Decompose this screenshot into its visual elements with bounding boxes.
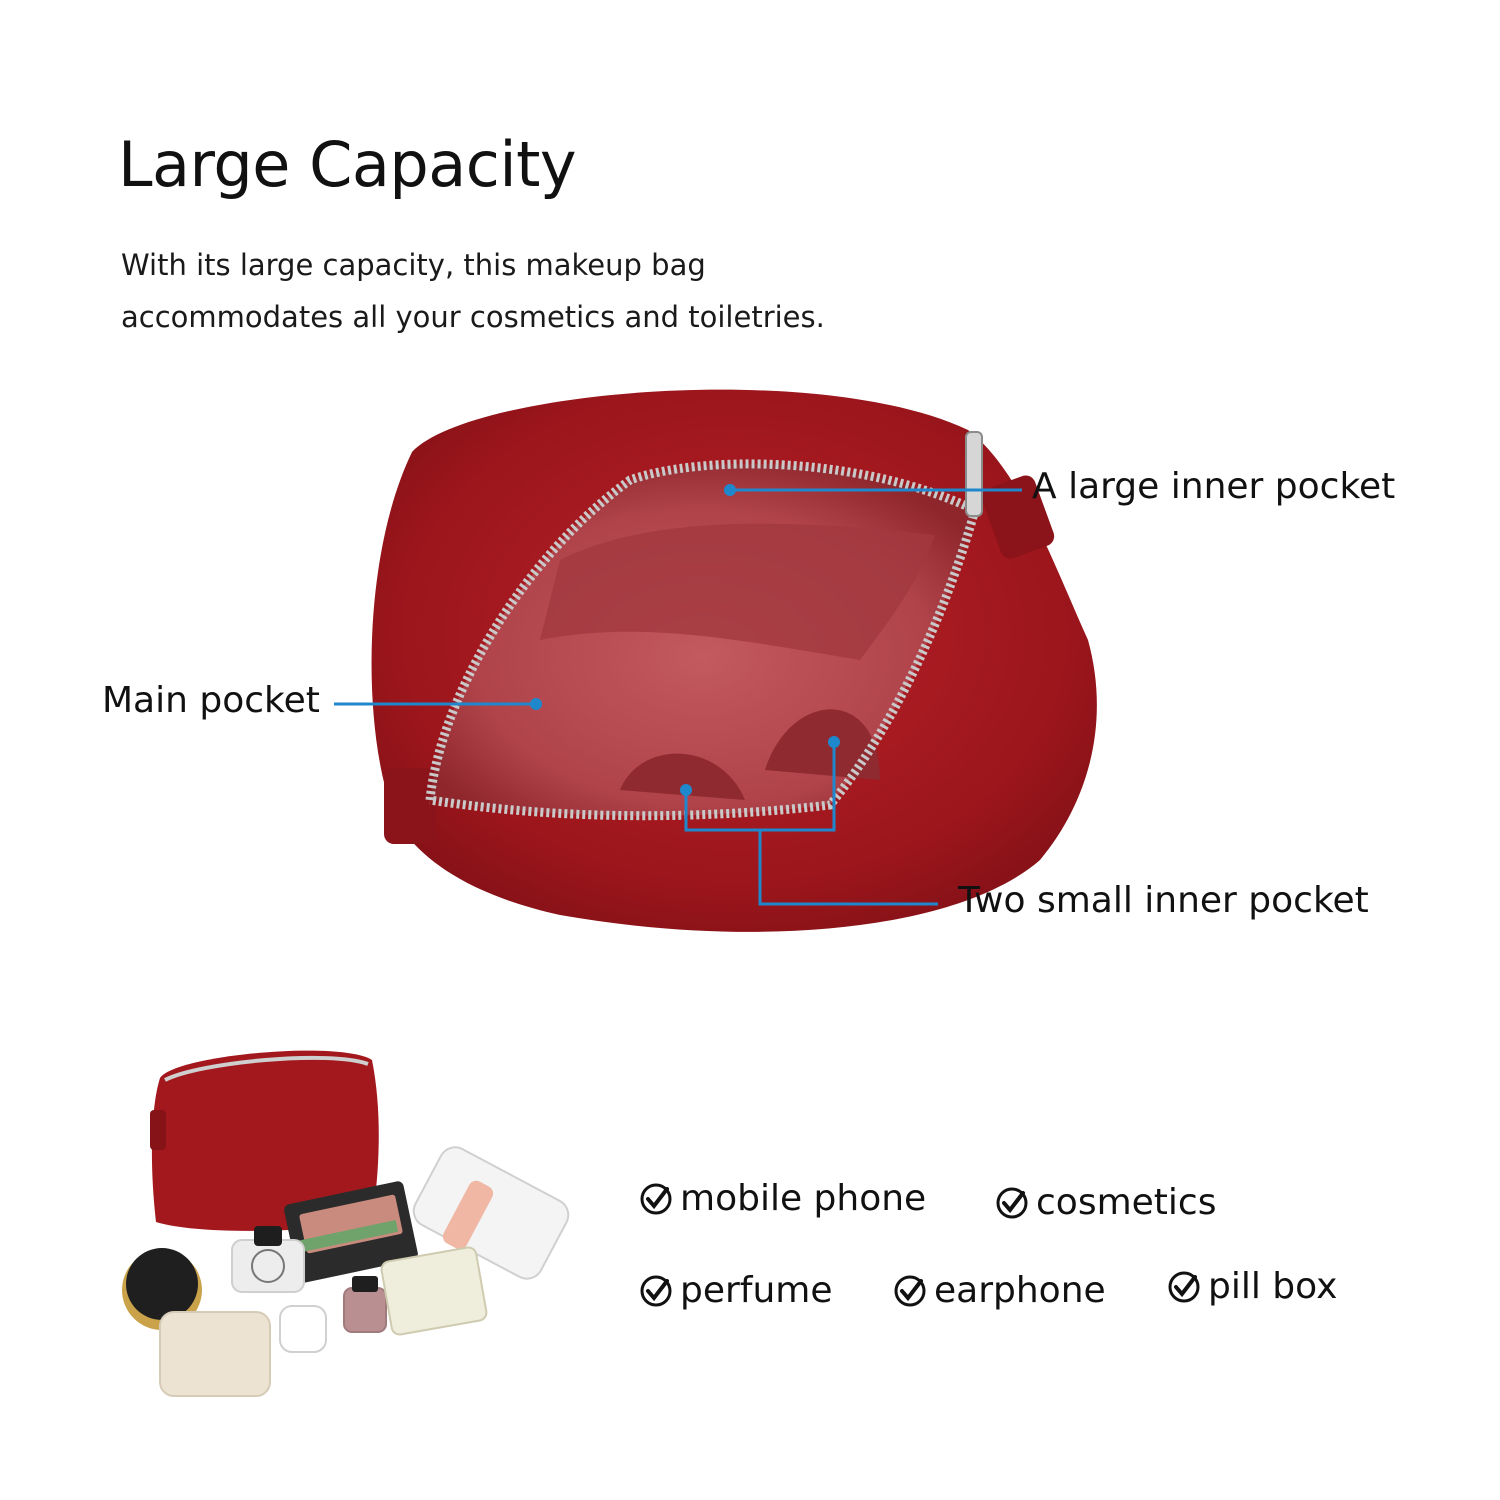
zipper-pull (965, 431, 983, 517)
check-circle-icon (892, 1273, 928, 1309)
closed-bag-zipper (164, 1055, 369, 1082)
callout-small-inner-pockets: Two small inner pocket (958, 880, 1369, 921)
closed-bag-thumbnail (150, 1050, 379, 1231)
small-pocket-left (620, 753, 745, 800)
callout-line-small-pockets-lead (758, 830, 938, 906)
list-item-mobile-phone: mobile phone (638, 1178, 926, 1219)
callout-dot-small-pocket-right (828, 736, 840, 748)
list-item-cosmetics: cosmetics (994, 1182, 1216, 1223)
callout-large-inner-pocket: A large inner pocket (1032, 466, 1396, 507)
list-item-label: perfume (680, 1270, 833, 1311)
list-item-label: pill box (1208, 1266, 1338, 1307)
mirror-compact (380, 1246, 488, 1336)
zipper-bottom (429, 508, 980, 821)
nail-polish (343, 1276, 387, 1333)
callout-dot-main-pocket (530, 698, 542, 710)
list-item-perfume: perfume (638, 1270, 833, 1311)
side-tab-right (981, 475, 1055, 559)
pill-box (159, 1311, 271, 1397)
list-item-earphone: earphone (892, 1270, 1106, 1311)
earphone-case (279, 1305, 327, 1353)
check-circle-icon (994, 1185, 1030, 1221)
page-title: Large Capacity (118, 128, 577, 201)
callout-lines (334, 488, 1022, 906)
list-item-label: cosmetics (1036, 1182, 1217, 1223)
callout-dot-large-pocket (724, 484, 736, 496)
list-item-pill-box: pill box (1166, 1266, 1337, 1307)
open-makeup-bag (371, 389, 1097, 932)
eyeshadow-palette (284, 1181, 418, 1283)
zipper-top (425, 459, 977, 801)
small-pocket-right (765, 709, 880, 780)
closed-bag-tab (150, 1110, 166, 1150)
side-tab-left (384, 768, 436, 844)
description-line-2: accommodates all your cosmetics and toil… (121, 300, 825, 334)
perfume-bottle (231, 1226, 305, 1293)
callout-main-pocket: Main pocket (102, 680, 320, 721)
contents-flatlay (122, 1146, 570, 1397)
description-line-1: With its large capacity, this makeup bag (121, 248, 706, 282)
cushion-compact (122, 1248, 202, 1330)
check-circle-icon (638, 1273, 674, 1309)
list-item-label: earphone (934, 1270, 1106, 1311)
callout-dot-small-pocket-left (680, 784, 692, 796)
check-circle-icon (638, 1181, 674, 1217)
closed-bag-body (151, 1050, 379, 1231)
check-circle-icon (1166, 1269, 1202, 1305)
large-inner-pocket-shape (540, 523, 935, 660)
list-item-label: mobile phone (680, 1178, 927, 1219)
